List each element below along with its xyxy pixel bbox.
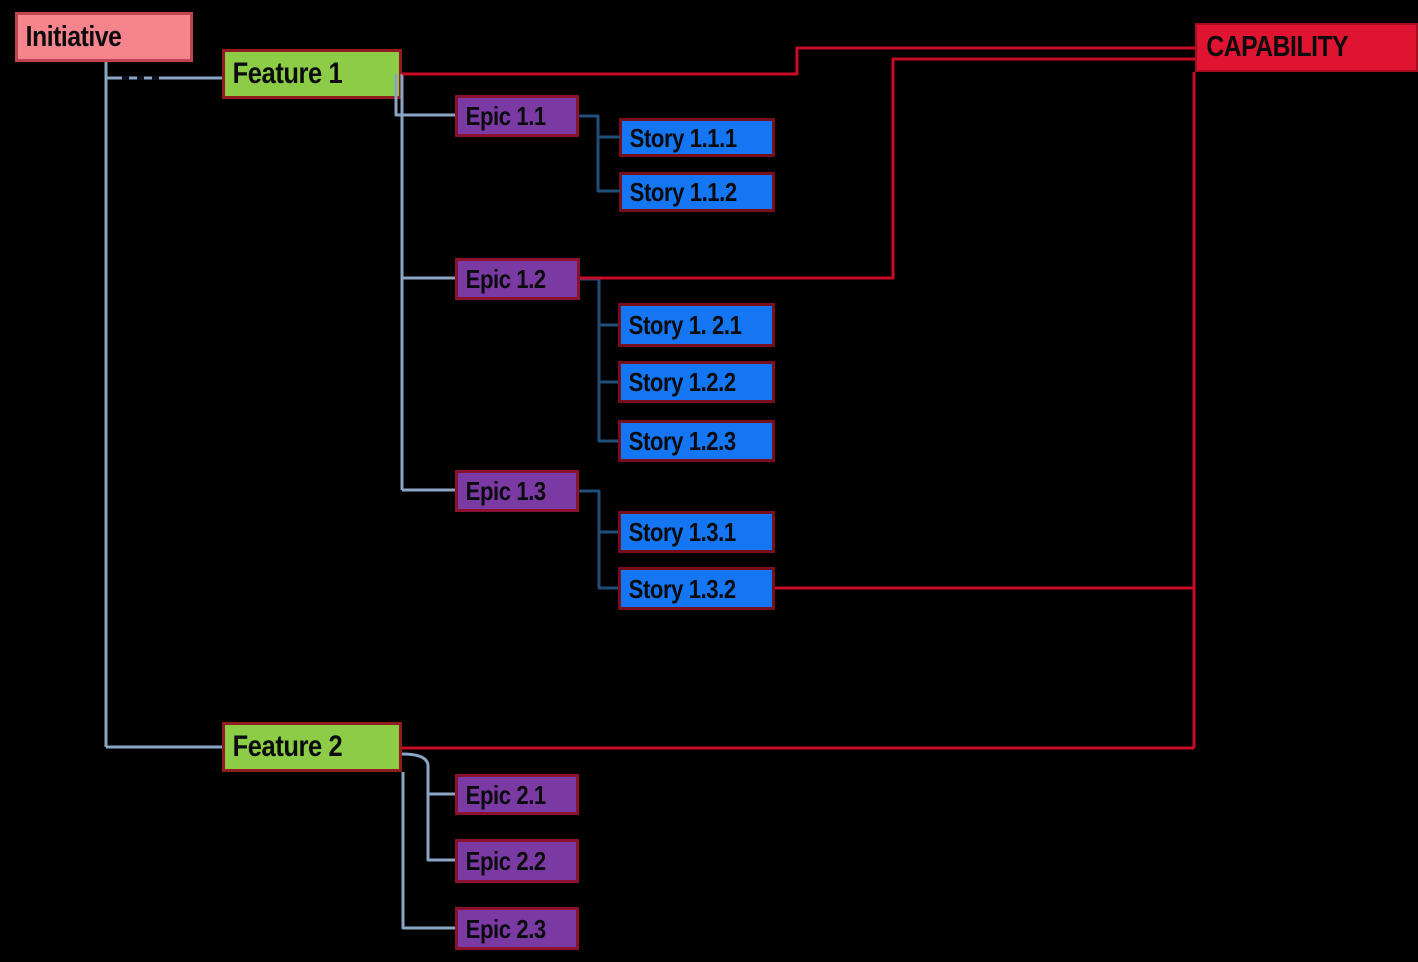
edge-epic11-to-stories xyxy=(579,114,620,193)
node-capability: CAPABILITY xyxy=(1195,23,1418,72)
node-epic-2-3-label: Epic 2.3 xyxy=(465,913,547,944)
node-story-1-1-2-label: Story 1.1.2 xyxy=(629,177,738,207)
edge-feature1-to-capability xyxy=(402,46,1195,76)
edge-feature2-to-epics-21-22 xyxy=(401,752,455,862)
node-epic-1-1: Epic 1.1 xyxy=(455,95,579,137)
edge-feature1-to-epic11 xyxy=(394,74,455,117)
edge-initiative-to-features xyxy=(104,62,222,749)
node-initiative: Initiative xyxy=(15,12,193,62)
node-epic-2-2-label: Epic 2.2 xyxy=(465,846,547,876)
node-feature-2-label: Feature 2 xyxy=(232,730,343,763)
node-story-1-2-2: Story 1.2.2 xyxy=(618,361,775,403)
node-story-1-1-1: Story 1.1.1 xyxy=(619,118,775,157)
node-story-1-3-2-label: Story 1.3.2 xyxy=(628,573,737,604)
node-story-1-2-1: Story 1. 2.1 xyxy=(618,303,775,347)
node-feature-2: Feature 2 xyxy=(222,722,402,772)
node-story-1-1-1-label: Story 1.1.1 xyxy=(629,122,738,153)
node-feature-1-label: Feature 1 xyxy=(232,57,343,90)
node-story-1-2-2-label: Story 1.2.2 xyxy=(628,367,737,397)
node-epic-2-1-label: Epic 2.1 xyxy=(465,779,547,810)
node-story-1-2-1-label: Story 1. 2.1 xyxy=(628,310,742,340)
node-epic-1-3: Epic 1.3 xyxy=(455,470,579,512)
node-story-1-2-3: Story 1.2.3 xyxy=(618,420,775,462)
node-capability-label: CAPABILITY xyxy=(1206,31,1349,63)
node-epic-2-3: Epic 2.3 xyxy=(455,907,579,950)
edge-story132-feature2-to-capability xyxy=(402,72,1196,750)
node-epic-1-2-label: Epic 1.2 xyxy=(465,264,547,294)
edge-feature1-to-epics-12-13 xyxy=(400,74,455,492)
node-epic-1-3-label: Epic 1.3 xyxy=(465,476,547,506)
edge-epic12-to-stories xyxy=(580,277,618,443)
edge-epic12-to-capability xyxy=(580,57,1195,280)
edge-feature2-to-epic23 xyxy=(401,772,455,930)
node-initiative-label: Initiative xyxy=(25,20,122,53)
node-epic-2-2: Epic 2.2 xyxy=(455,839,579,883)
node-feature-1: Feature 1 xyxy=(222,49,402,99)
node-epic-1-1-label: Epic 1.1 xyxy=(465,101,547,131)
node-epic-2-1: Epic 2.1 xyxy=(455,774,579,815)
edge-epic13-to-stories xyxy=(579,489,618,590)
node-epic-1-2: Epic 1.2 xyxy=(455,258,580,300)
node-story-1-3-1: Story 1.3.1 xyxy=(618,511,775,553)
node-story-1-3-1-label: Story 1.3.1 xyxy=(628,517,737,547)
node-story-1-3-2: Story 1.3.2 xyxy=(618,567,775,610)
node-story-1-1-2: Story 1.1.2 xyxy=(619,172,775,212)
node-story-1-2-3-label: Story 1.2.3 xyxy=(628,426,737,456)
